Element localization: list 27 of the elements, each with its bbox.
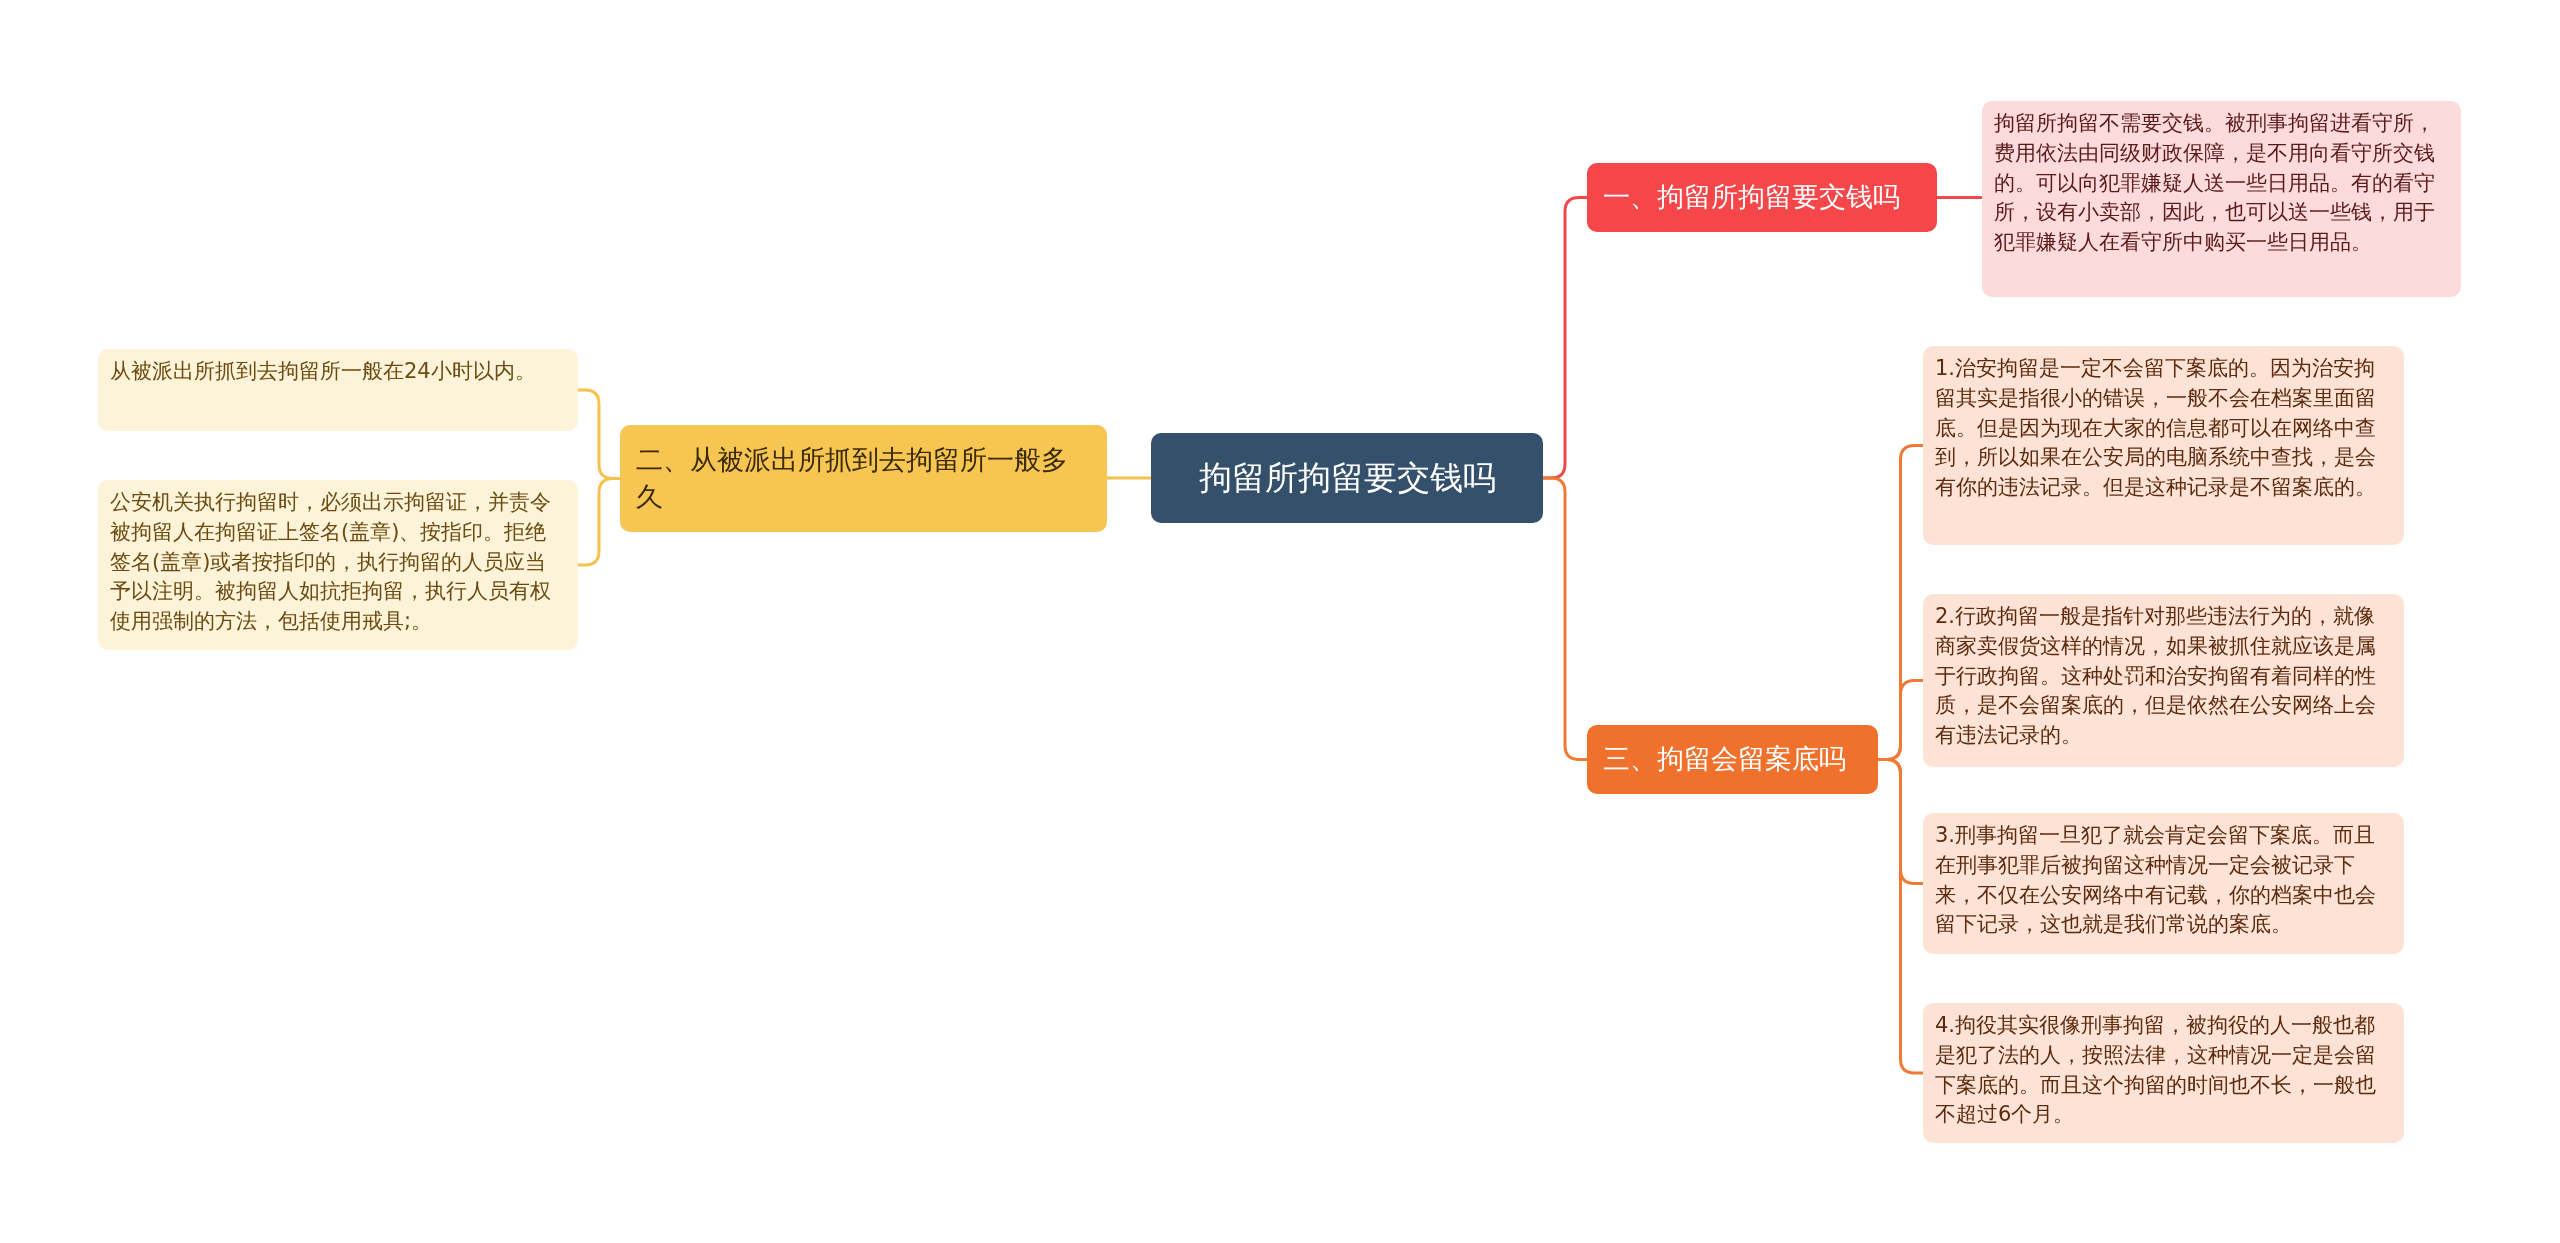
topic-label: 三、拘留会留案底吗	[1603, 742, 1846, 777]
note-card	[1923, 594, 2404, 767]
note-card	[98, 480, 578, 650]
note-text: 4.拘役其实很像刑事拘留，被拘役的人一般也都是犯了法的人，按照法律，这种情况一定是会留下案底的。而且这个拘留的时间也不长，一般也不超过6个月。	[1935, 1012, 2377, 1129]
topic-label: 一、拘留所拘留要交钱吗	[1603, 180, 1900, 215]
topic-box	[1587, 163, 1937, 232]
topic-label: 拘留所拘留要交钱吗	[1198, 456, 1496, 499]
note-text: 公安机关执行拘留时，必须出示拘留证，并责令被拘留人在拘留证上签名(盖章)、按指印。拒绝签名(盖章)或者按指印的，执行拘留的人员应当予以注明。被拘留人如抗拒拘留，执行人员有权使用强制的方法，包括使用戒具;。	[110, 489, 552, 636]
note-text: 2.行政拘留一般是指针对那些违法行为的，就像商家卖假货这样的情况，如果被抓住就应该是属于行政拘留。这种处罚和治安拘留有着同样的性质，是不会留案底的，但是依然在公安网络上会有违法记录的。	[1935, 603, 2377, 750]
note-card	[1923, 346, 2404, 545]
connector-line	[1937, 196, 1982, 199]
note-card	[1923, 813, 2404, 954]
note-text: 拘留所拘留不需要交钱。被刑事拘留进看守所，费用依法由同级财政保障，是不用向看守所交钱的。可以向犯罪嫌疑人送一些日用品。有的看守所，设有小卖部，因此，也可以送一些钱，用于犯罪嫌疑人在看守所中购买一些日用品。	[1994, 110, 2436, 257]
topic-box	[1587, 725, 1878, 794]
note-text: 1.治安拘留是一定不会留下案底的。因为治安拘留其实是指很小的错误，一般不会在档案里面留底。但是因为现在大家的信息都可以在网络中查到，所以如果在公安局的电脑系统中查找，是会有你的违法记录。但是这种记录是不留案底的。	[1935, 355, 2377, 502]
connector-line	[1878, 758, 1923, 1075]
connector-line	[578, 477, 620, 567]
note-card	[98, 349, 578, 431]
note-text: 从被派出所抓到去拘留所一般在24小时以内。	[110, 358, 536, 385]
connector-line	[1543, 476, 1587, 761]
central-topic-box	[1151, 433, 1543, 523]
note-card	[1923, 1003, 2404, 1143]
note-card	[1982, 101, 2461, 297]
connector-line	[1107, 476, 1151, 480]
topic-label: 二、从被派出所抓到去拘留所一般多久	[636, 443, 1069, 514]
note-text: 3.刑事拘留一旦犯了就会肯定会留下案底。而且在刑事犯罪后被拘留这种情况一定会被记录下来，不仅在公安网络中有记载，你的档案中也会留下记录，这也就是我们常说的案底。	[1935, 822, 2377, 939]
topic-box	[620, 425, 1107, 532]
